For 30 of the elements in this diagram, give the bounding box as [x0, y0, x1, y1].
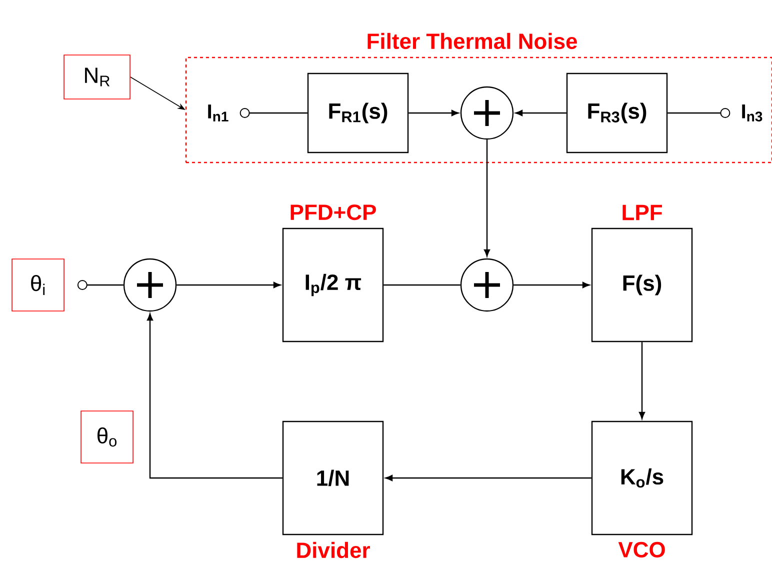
- block-box: F$_{R1}$(s): [307, 72, 409, 154]
- arrow: [515, 110, 566, 116]
- input-label: I$_{n3}$: [742, 104, 762, 122]
- summing-junction: [460, 258, 514, 312]
- block-box: F(s): [591, 228, 693, 342]
- arrow: [668, 108, 730, 118]
- arrow: [240, 108, 308, 118]
- signal-label-box: N$_{R}$: [64, 54, 130, 100]
- block-box: F$_{R3}$(s): [566, 72, 668, 154]
- arrow: [514, 282, 590, 288]
- arrow: [146, 313, 282, 479]
- arrow: [385, 474, 592, 482]
- block-box: I$_{p}$/2 π: [282, 228, 384, 342]
- block-caption: Divider: [297, 542, 370, 558]
- input-label: I$_{n1}$: [208, 104, 228, 122]
- arrow: [176, 282, 281, 288]
- block-heading: LPF: [622, 204, 662, 220]
- signal-label-box: θ$_{o}$: [80, 410, 134, 464]
- summing-junction: [460, 86, 514, 140]
- block-caption: VCO: [618, 542, 665, 558]
- block-heading: PFD+CP: [290, 204, 376, 220]
- block-box: K$_{o}$/s: [591, 420, 693, 536]
- arrow: [484, 140, 490, 257]
- summing-junction: [123, 258, 177, 312]
- block-box: 1/N: [282, 420, 384, 536]
- arrow: [77, 280, 124, 290]
- arrow: [408, 110, 459, 116]
- signal-label-box: θ$_{i}$: [12, 258, 64, 312]
- arrow: [638, 342, 646, 420]
- group-title: Filter Thermal Noise: [368, 32, 577, 50]
